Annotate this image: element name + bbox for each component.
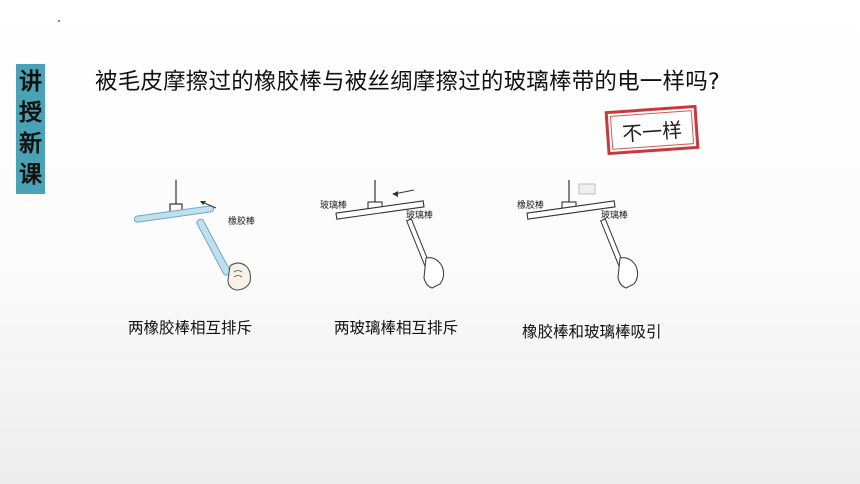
question-text: 被毛皮摩擦过的橡胶棒与被丝绸摩擦过的玻璃棒带的电一样吗? — [95, 69, 721, 95]
answer-stamp: 不一样 — [604, 104, 700, 156]
decorative-dot — [58, 20, 60, 22]
figure-2-illustration: 玻璃棒 玻璃棒 — [320, 180, 445, 289]
rod-label: 玻璃棒 — [406, 209, 433, 221]
suspended-rubber-rod — [133, 205, 215, 223]
figure-3-caption: 橡胶棒和玻璃棒吸引 — [522, 323, 662, 341]
rod-label: 玻璃棒 — [601, 209, 628, 221]
hand — [617, 257, 639, 289]
hand — [423, 257, 445, 289]
rod-label: 橡胶棒 — [228, 215, 255, 227]
section-char: 新 — [19, 131, 42, 157]
suspended-glass-rod — [335, 200, 425, 220]
figure-1-illustration: 橡胶棒 — [133, 180, 255, 291]
handheld-rubber-rod — [196, 218, 231, 276]
section-char: 课 — [19, 162, 42, 188]
figure-3-illustration: 橡胶棒 玻璃棒 — [517, 180, 639, 289]
section-label: 讲 授 新 课 — [16, 64, 45, 194]
top-rod-label: 玻璃棒 — [320, 199, 347, 211]
figure-glass-rods-repel: 玻璃棒 玻璃棒 — [318, 178, 468, 298]
top-rod-label: 橡胶棒 — [517, 199, 544, 211]
section-char: 讲 — [19, 69, 42, 95]
figure-rubber-glass-attract: 橡胶棒 玻璃棒 — [515, 178, 665, 298]
hand — [227, 262, 252, 291]
figure-2-caption: 两玻璃棒相互排斥 — [334, 319, 459, 337]
suspended-rubber-rod — [526, 200, 616, 220]
section-char: 授 — [19, 100, 42, 126]
small-inset-figure — [578, 183, 596, 195]
figure-1-caption: 两橡胶棒相互排斥 — [128, 319, 253, 337]
figure-rubber-rods-repel: 橡胶棒 — [130, 180, 280, 295]
